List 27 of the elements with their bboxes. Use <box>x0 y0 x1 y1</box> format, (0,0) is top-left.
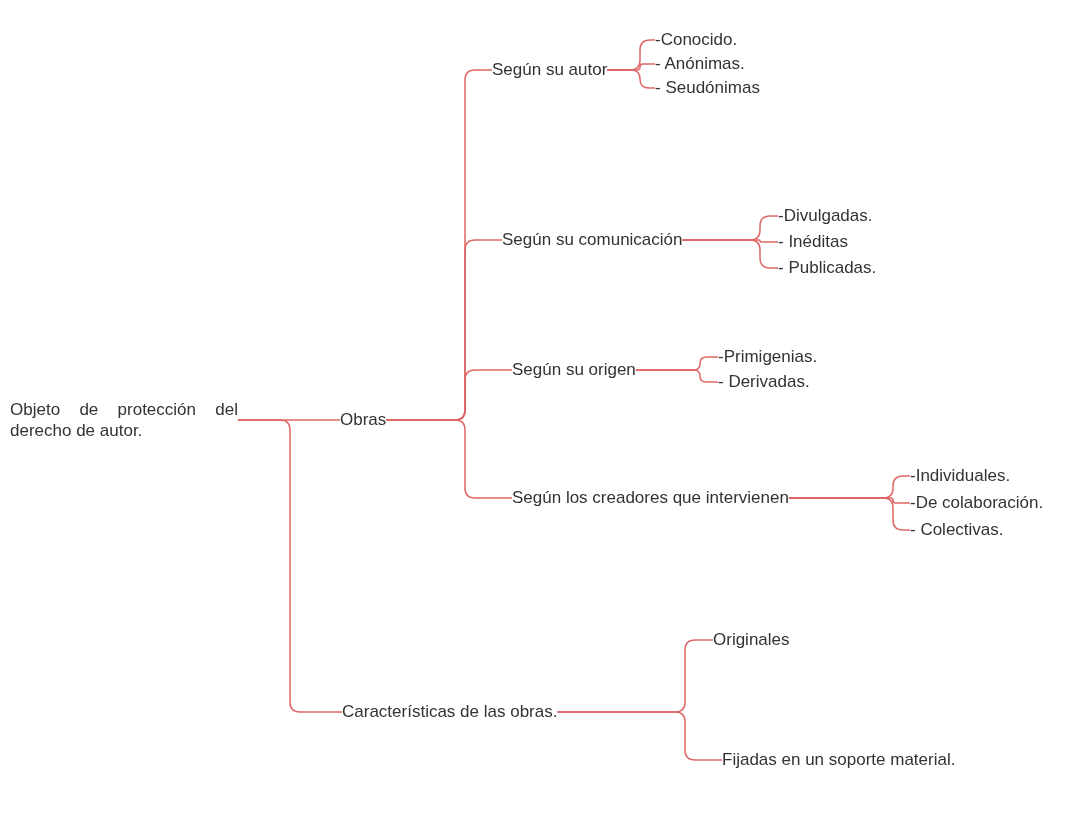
node-text: -Conocido. <box>655 29 738 51</box>
node-text: - Anónimas. <box>655 53 745 75</box>
node-text: Según los creadores que intervienen <box>512 487 789 509</box>
node-text: Objeto de protección del derecho de autor. <box>10 398 238 442</box>
node-text: - Inéditas <box>778 231 848 253</box>
brace-connector <box>556 711 723 761</box>
node-text: Originales <box>713 629 790 651</box>
brace-connector <box>635 369 719 383</box>
brace-connector <box>385 419 513 499</box>
node-text: -De colaboración. <box>910 492 1044 514</box>
node-text: -Individuales. <box>910 465 1011 487</box>
node-text: - Derivadas. <box>718 371 810 393</box>
node-text: Fijadas en un soporte material. <box>722 749 956 771</box>
node-text: Según su origen <box>512 359 636 381</box>
node-text: Según su comunicación <box>502 229 683 251</box>
brace-connector <box>788 497 911 531</box>
brace-connector <box>237 419 343 713</box>
node-text: Obras <box>340 409 387 431</box>
node-text: -Primigenias. <box>718 346 818 368</box>
node-text: -Divulgadas. <box>778 205 873 227</box>
node-text: - Colectivas. <box>910 519 1004 541</box>
node-text: Características de las obras. <box>342 701 558 723</box>
brace-connector <box>681 239 779 269</box>
brace-connector <box>606 69 656 89</box>
node-text: - Seudónimas <box>655 77 760 99</box>
node-text: Según su autor <box>492 59 608 81</box>
node-text: - Publicadas. <box>778 257 877 279</box>
